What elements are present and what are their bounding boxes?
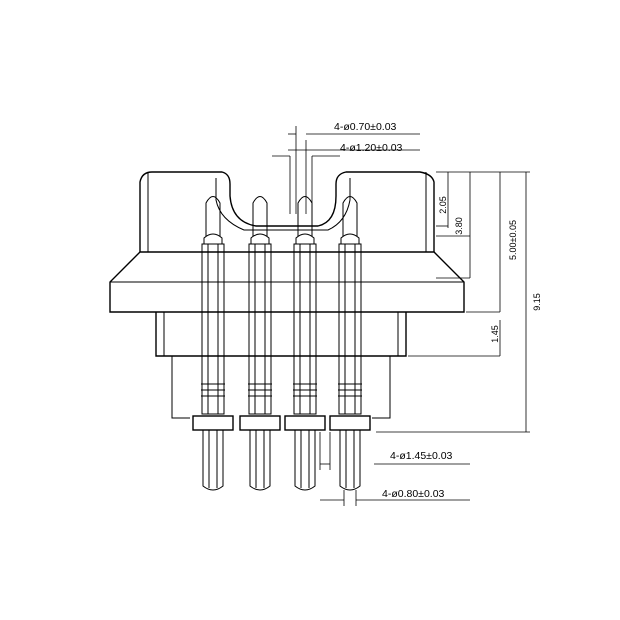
housing-flange	[109, 251, 465, 313]
pin-3-tail	[294, 430, 316, 491]
top-callout-leaders	[272, 126, 420, 214]
pin-4-shaft	[338, 243, 362, 415]
pin-2-shaft	[248, 243, 272, 415]
overall-height-dim: 9.15	[532, 293, 542, 311]
upper-height-dim: 5.00±0.05	[508, 220, 518, 260]
pin-3-shaft-inner	[299, 244, 311, 414]
pin-1-tip	[205, 196, 221, 236]
pin-3-shaft	[293, 243, 317, 415]
tip-height-dim: 2.05	[438, 196, 448, 214]
pin-1-shaft	[201, 243, 225, 415]
right-dimension-lines	[376, 171, 530, 433]
pin-tip-diameter-callout: 4-ø0.70±0.03	[334, 121, 397, 133]
head-height-dim: 3.80	[454, 217, 464, 235]
pin-1-shaft-inner	[207, 244, 219, 414]
pin-group	[192, 196, 371, 491]
pin-1-tail	[202, 430, 224, 491]
housing-top	[139, 171, 435, 252]
pin-1-shoulder	[192, 415, 234, 431]
housing-lower-body	[155, 312, 407, 419]
pin-2-tail-inner	[255, 430, 265, 488]
pin-4-tip	[342, 196, 358, 236]
pin-4-tail-inner	[345, 430, 355, 488]
pin-head-diameter-callout: 4-ø1.20±0.03	[340, 142, 403, 154]
pin-2-tail	[249, 430, 271, 491]
pin-body-diameter-callout: 4-ø1.45±0.03	[390, 450, 453, 462]
pin-4-shaft-inner	[344, 244, 356, 414]
flange-shoulder-dim: 1.45	[490, 325, 500, 343]
pin-1-collar	[203, 233, 223, 244]
pin-3-shoulder	[284, 415, 326, 431]
pin-3-tail-inner	[300, 430, 310, 488]
pin-2-shoulder	[239, 415, 281, 431]
bottom-callout-leaders	[319, 432, 470, 506]
pin-tail-diameter-callout: 4-ø0.80±0.03	[382, 488, 445, 500]
pin-3-collar	[295, 233, 315, 244]
pin-1-tail-inner	[208, 430, 218, 488]
pin-4-tail	[339, 430, 361, 491]
pin-4-shoulder	[329, 415, 371, 431]
pin-2-tip	[252, 196, 268, 236]
pin-4-collar	[340, 233, 360, 244]
pin-2-shaft-inner	[254, 244, 266, 414]
pin-2-collar	[250, 233, 270, 244]
